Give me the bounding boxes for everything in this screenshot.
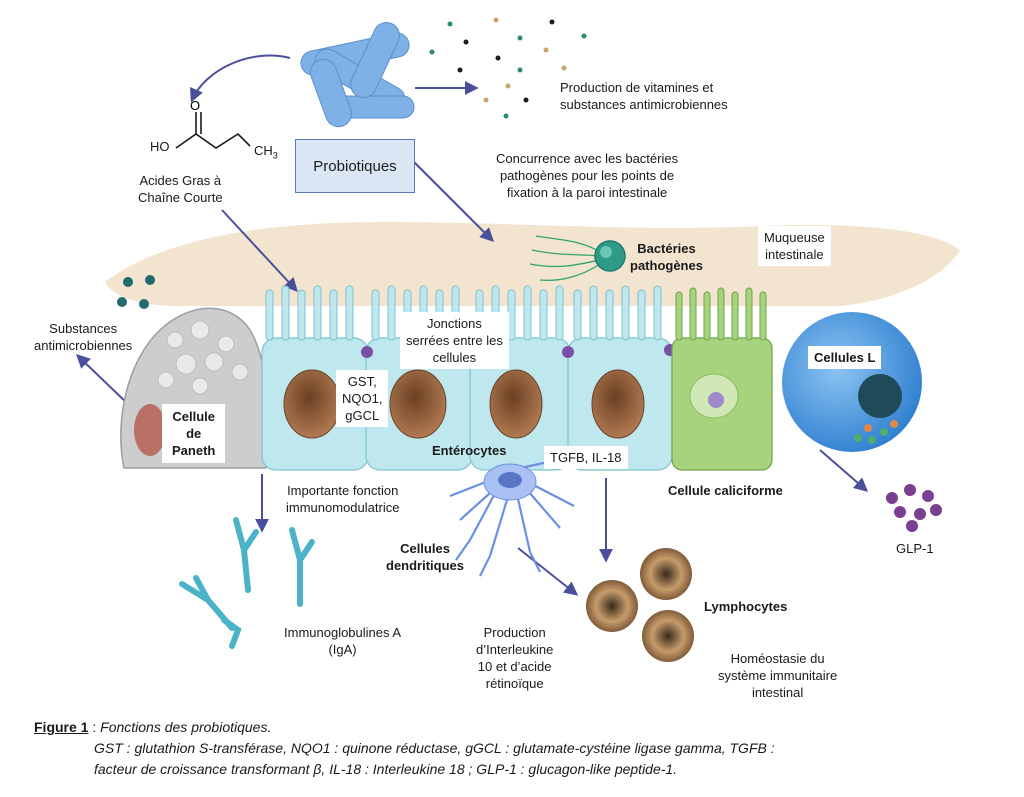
figure-caption: Figure 1 : Fonctions des probiotiques. G… [34, 717, 994, 780]
caption-line-2: GST : glutathion S-transférase, NQO1 : q… [94, 740, 775, 756]
goblet-cell-label: Cellule caliciforme [668, 483, 783, 498]
caption-title: Fonctions des probiotiques. [100, 719, 272, 735]
caption-line-3: facteur de croissance transformant β, IL… [94, 761, 678, 777]
l-cells-label: Cellules L [808, 346, 882, 369]
probiotiques-box: Probiotiques [295, 139, 415, 193]
paneth-cell [120, 307, 270, 469]
iga-label: Immunoglobulines A(IgA) [284, 625, 402, 657]
vitamin-dots [429, 17, 587, 119]
dendritic-cell [449, 460, 575, 577]
lymphocytes [586, 548, 694, 662]
iga-antibodies [179, 517, 315, 649]
molecule-oxygen: O [190, 98, 200, 113]
glp1-label: GLP-1 [896, 541, 934, 556]
pathogen-bacterium [529, 235, 626, 282]
tgfb-label: TGFB, IL-18 [544, 446, 628, 469]
antimicrobial-dots [117, 275, 155, 309]
probiotics-rods [300, 22, 415, 128]
glp1-molecules [886, 484, 942, 532]
l-cell [782, 312, 922, 452]
caption-separator: : [88, 719, 101, 735]
gst-box: GST,NQO1,gGCL [336, 370, 389, 427]
arrows [75, 54, 869, 596]
molecule-ch3: CH3 [254, 143, 278, 161]
enterocytes-label: Entérocytes [432, 443, 507, 458]
figure-number: Figure 1 [34, 719, 89, 735]
goblet-cell [671, 287, 773, 471]
butyrate-molecule [175, 112, 251, 149]
lymphocytes-label: Lymphocytes [704, 599, 788, 614]
molecule-ho: HO [150, 139, 170, 154]
